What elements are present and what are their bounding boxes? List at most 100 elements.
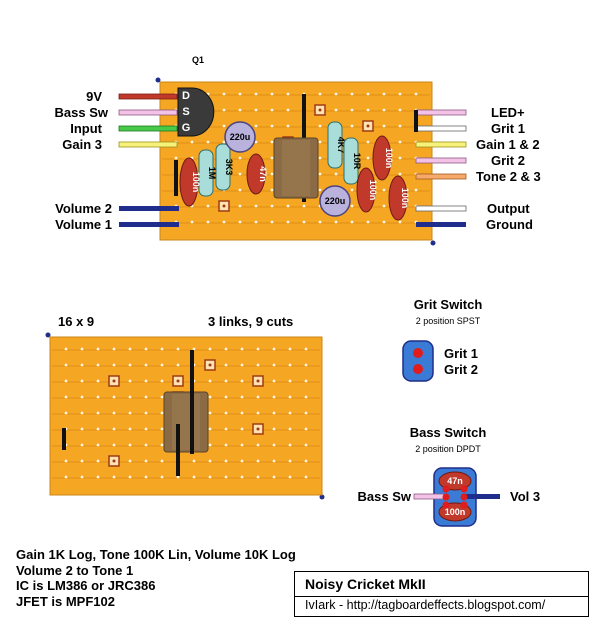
hole (160, 347, 164, 351)
hole (270, 108, 274, 112)
hole (350, 204, 354, 208)
hole (304, 475, 308, 479)
resistor-10r: 10R (343, 137, 362, 185)
hole (334, 172, 338, 176)
left-labels: 9V Bass Sw Input Gain 3 Volume 2 Volume … (55, 89, 112, 232)
right-wires (415, 109, 467, 227)
hole (192, 475, 196, 479)
hole (208, 475, 212, 479)
hole (80, 363, 84, 367)
hole (366, 92, 370, 96)
hole (382, 108, 386, 112)
resistor-3k3-label: 3K3 (224, 159, 234, 176)
hole (272, 459, 276, 463)
electrolytic-220u-a-label: 220u (230, 132, 251, 142)
hole (334, 220, 338, 224)
cap-100n-c-label: 100n (368, 180, 378, 201)
resistor-1m: 1M (198, 149, 217, 197)
hole (272, 443, 276, 447)
hole (160, 443, 164, 447)
hole (240, 443, 244, 447)
hole (160, 411, 164, 415)
hole (318, 92, 322, 96)
bass-switch-title: Bass Switch (410, 425, 487, 440)
hole (256, 443, 260, 447)
hole (286, 220, 290, 224)
hole (144, 395, 148, 399)
hole (208, 443, 212, 447)
note-line: Gain 1K Log, Tone 100K Lin, Volume 10K L… (16, 547, 296, 562)
hole (286, 124, 290, 128)
links-cuts-label: 3 links, 9 cuts (208, 314, 293, 329)
hole (256, 411, 260, 415)
jfet-pin-s: S (182, 106, 189, 118)
corner-marker (45, 332, 51, 338)
hole (128, 427, 132, 431)
hole (208, 411, 212, 415)
hole (128, 395, 132, 399)
bottom-wire-link (62, 428, 66, 450)
hole (382, 92, 386, 96)
grit-switch-pin-1: Grit 1 (444, 346, 478, 361)
build-notes: Gain 1K Log, Tone 100K Lin, Volume 10K L… (16, 547, 296, 609)
hole (64, 363, 68, 367)
track-cut-center (222, 204, 226, 208)
note-line: JFET is MPF102 (16, 593, 115, 609)
hole (96, 411, 100, 415)
hole (366, 220, 370, 224)
hole (192, 459, 196, 463)
title-divider (295, 596, 588, 597)
hole (112, 347, 116, 351)
hole (288, 395, 292, 399)
hole (286, 92, 290, 96)
hole (254, 92, 258, 96)
jfet-pin-g: G (182, 122, 191, 134)
hole (112, 363, 116, 367)
hole (318, 220, 322, 224)
track-cut-center (112, 379, 116, 383)
hole (80, 347, 84, 351)
hole (144, 347, 148, 351)
hole (302, 220, 306, 224)
hole (224, 459, 228, 463)
track-cut-center (318, 108, 322, 112)
hole (304, 411, 308, 415)
cap-100n-d-label: 100n (400, 188, 410, 209)
hole (96, 363, 100, 367)
hole (96, 459, 100, 463)
corner-marker (155, 77, 161, 83)
hole (80, 475, 84, 479)
hole (222, 220, 226, 224)
hole (270, 156, 274, 160)
label-grit-2: Grit 2 (491, 153, 525, 168)
hole (206, 220, 210, 224)
hole (398, 124, 402, 128)
hole (288, 459, 292, 463)
hole (398, 108, 402, 112)
hole (382, 220, 386, 224)
hole (254, 140, 258, 144)
hole (240, 379, 244, 383)
track-cut-center (366, 124, 370, 128)
hole (272, 363, 276, 367)
resistor-4k7: 4K7 (327, 121, 346, 169)
hole (288, 379, 292, 383)
hole (144, 363, 148, 367)
hole (366, 140, 370, 144)
hole (238, 172, 242, 176)
hole (350, 108, 354, 112)
hole (398, 156, 402, 160)
hole (174, 156, 178, 160)
bass-switch-type: 2 position DPDT (415, 444, 481, 454)
corner-marker (430, 240, 436, 246)
hole (80, 395, 84, 399)
hole (190, 140, 194, 144)
hole (64, 395, 68, 399)
hole (288, 475, 292, 479)
hole (286, 204, 290, 208)
label-volume-1: Volume 1 (55, 217, 112, 232)
hole (160, 395, 164, 399)
hole (240, 459, 244, 463)
hole (208, 347, 212, 351)
hole (206, 204, 210, 208)
